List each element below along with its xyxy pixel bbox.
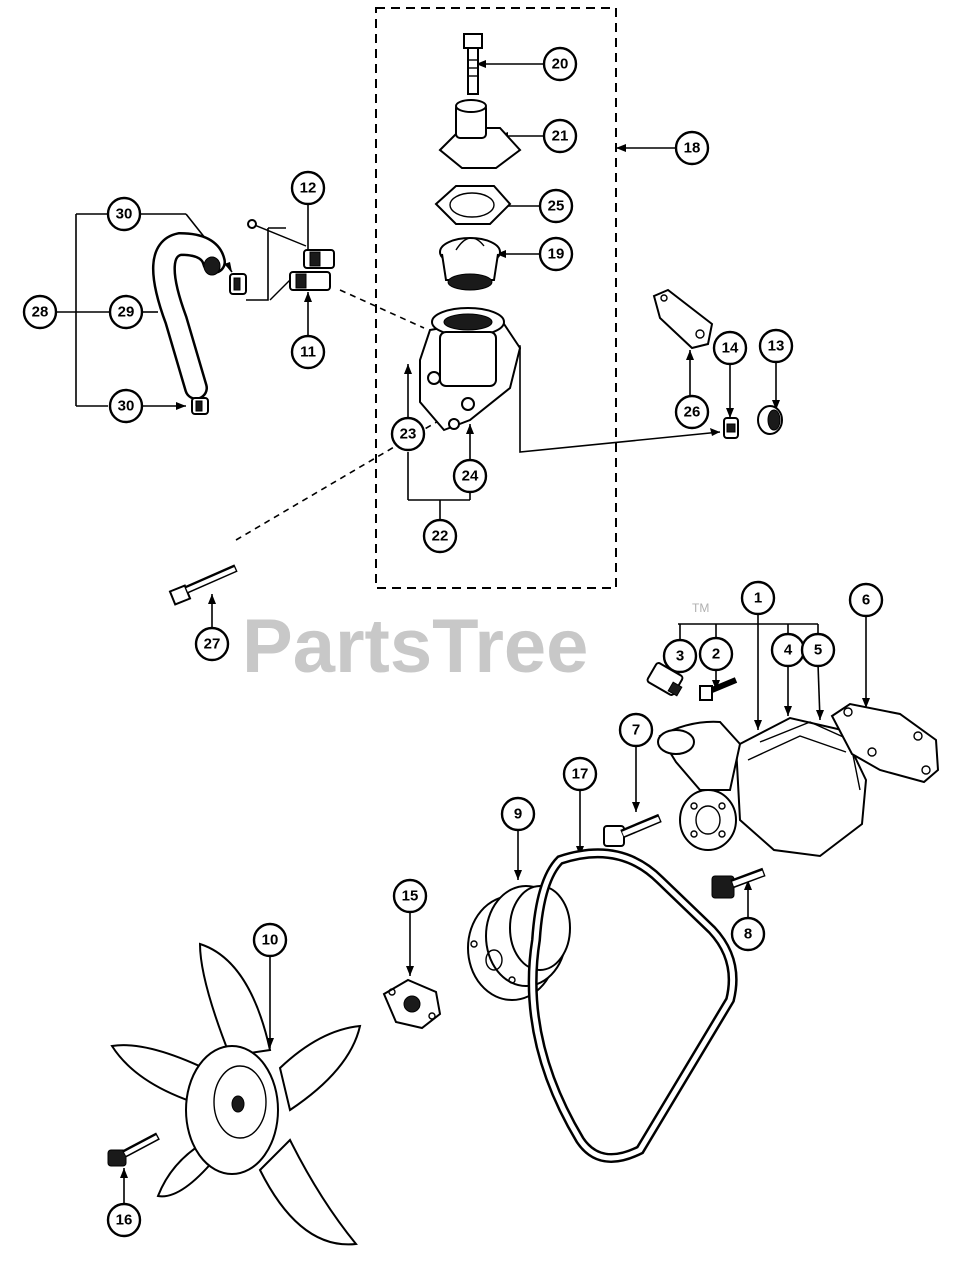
part-14-plug xyxy=(723,417,739,439)
part-2-bolt xyxy=(699,677,738,701)
callout-1[interactable]: 1 xyxy=(740,580,776,616)
svg-text:25: 25 xyxy=(548,198,565,215)
callout-12[interactable]: 12 xyxy=(290,170,326,206)
part-30-clamp-upper xyxy=(229,273,247,295)
svg-text:4: 4 xyxy=(784,642,793,659)
callout-9[interactable]: 9 xyxy=(500,796,536,832)
callout-19[interactable]: 19 xyxy=(538,236,574,272)
part-23-thermostat-housing xyxy=(419,307,522,432)
part-16-bolt xyxy=(107,1132,160,1167)
svg-text:16: 16 xyxy=(116,1212,133,1229)
svg-text:30: 30 xyxy=(116,206,133,223)
callout-4[interactable]: 4 xyxy=(770,632,806,668)
svg-text:20: 20 xyxy=(552,56,569,73)
thermostat-assembly-box xyxy=(375,7,617,589)
svg-text:5: 5 xyxy=(814,642,822,659)
callout-3[interactable]: 3 xyxy=(662,638,698,674)
part-26-gasket xyxy=(652,288,714,350)
svg-text:30: 30 xyxy=(118,398,135,415)
callout-30-lower[interactable]: 30 xyxy=(108,388,144,424)
part-12-sensor xyxy=(247,219,335,269)
svg-text:8: 8 xyxy=(744,926,752,943)
callout-6[interactable]: 6 xyxy=(848,582,884,618)
svg-text:23: 23 xyxy=(400,426,417,443)
part-21-water-outlet xyxy=(438,99,522,169)
svg-text:1: 1 xyxy=(754,590,762,607)
callout-5[interactable]: 5 xyxy=(800,632,836,668)
callout-11[interactable]: 11 xyxy=(290,334,326,370)
part-20-bolt xyxy=(463,33,483,95)
svg-text:10: 10 xyxy=(262,932,279,949)
part-17-belt xyxy=(527,848,738,1163)
svg-text:27: 27 xyxy=(204,636,221,653)
callout-27[interactable]: 27 xyxy=(194,626,230,662)
callout-18[interactable]: 18 xyxy=(674,130,710,166)
callout-24[interactable]: 24 xyxy=(452,458,488,494)
callout-29[interactable]: 29 xyxy=(108,294,144,330)
callout-16[interactable]: 16 xyxy=(106,1202,142,1238)
part-7-bolt xyxy=(603,813,662,847)
svg-text:22: 22 xyxy=(432,528,449,545)
svg-text:17: 17 xyxy=(572,766,589,783)
part-11-sensor xyxy=(269,271,331,301)
svg-text:18: 18 xyxy=(684,140,701,157)
svg-text:28: 28 xyxy=(32,304,49,321)
part-1-water-pump xyxy=(657,716,868,858)
callout-28[interactable]: 28 xyxy=(22,294,58,330)
svg-text:29: 29 xyxy=(118,304,135,321)
svg-text:26: 26 xyxy=(684,404,701,421)
part-15-spacer xyxy=(382,978,442,1030)
svg-text:19: 19 xyxy=(548,246,565,263)
part-27-long-bolt xyxy=(168,564,238,606)
callout-21[interactable]: 21 xyxy=(542,118,578,154)
svg-text:24: 24 xyxy=(462,468,479,485)
part-8-bolt xyxy=(711,867,766,899)
callout-26[interactable]: 26 xyxy=(674,394,710,430)
callout-30-upper[interactable]: 30 xyxy=(106,196,142,232)
svg-text:6: 6 xyxy=(862,592,870,609)
svg-text:9: 9 xyxy=(514,806,522,823)
part-30-clamp-lower xyxy=(191,397,209,415)
callout-15[interactable]: 15 xyxy=(392,878,428,914)
svg-text:14: 14 xyxy=(722,340,739,357)
callout-2[interactable]: 2 xyxy=(698,636,734,672)
svg-text:11: 11 xyxy=(300,344,316,361)
callout-7[interactable]: 7 xyxy=(618,712,654,748)
callout-14[interactable]: 14 xyxy=(712,330,748,366)
svg-text:12: 12 xyxy=(300,180,317,197)
leader-lines xyxy=(56,60,870,1204)
callout-25[interactable]: 25 xyxy=(538,188,574,224)
part-9-pulley xyxy=(467,885,571,1001)
svg-text:7: 7 xyxy=(632,722,640,739)
part-10-fan xyxy=(110,942,362,1246)
callout-20[interactable]: 20 xyxy=(542,46,578,82)
part-19-thermostat xyxy=(439,237,501,291)
callout-13[interactable]: 13 xyxy=(758,328,794,364)
svg-text:2: 2 xyxy=(712,646,720,663)
part-6-gasket xyxy=(830,702,940,784)
callout-10[interactable]: 10 xyxy=(252,922,288,958)
watermark-text: PartsTree xyxy=(242,604,588,689)
svg-text:15: 15 xyxy=(402,888,419,905)
part-25-gasket xyxy=(434,185,512,225)
svg-text:3: 3 xyxy=(676,648,684,665)
callout-22[interactable]: 22 xyxy=(422,518,458,554)
part-13-cap xyxy=(757,405,783,435)
callout-8[interactable]: 8 xyxy=(730,916,766,952)
watermark-trademark: TM xyxy=(692,601,709,615)
callout-23[interactable]: 23 xyxy=(390,416,426,452)
svg-text:13: 13 xyxy=(768,338,785,355)
part-29-hose xyxy=(152,231,226,400)
callout-17[interactable]: 17 xyxy=(562,756,598,792)
svg-text:21: 21 xyxy=(552,128,569,145)
